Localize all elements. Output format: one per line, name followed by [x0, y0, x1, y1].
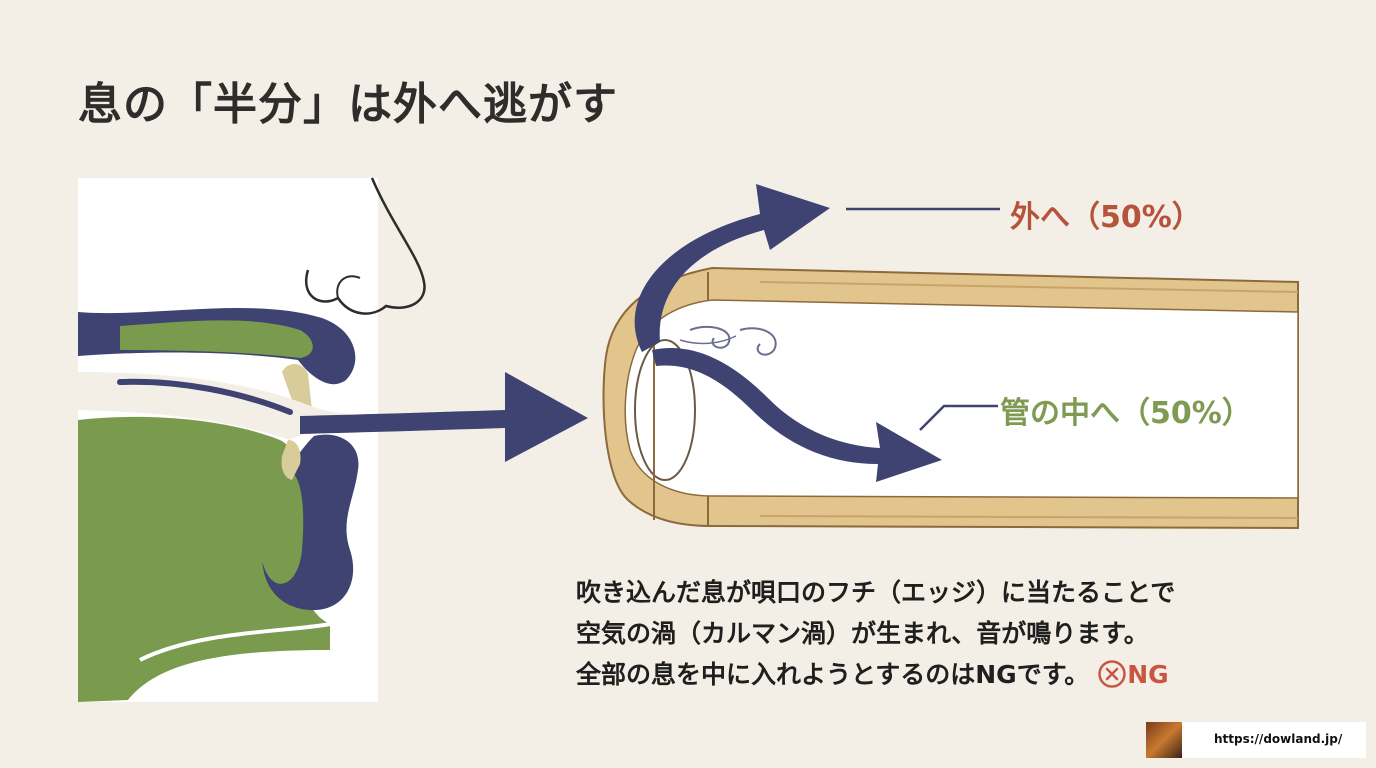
inside-leader-line [919, 404, 998, 431]
face-cross-section [78, 177, 426, 702]
site-thumbnail-icon [1146, 722, 1182, 758]
footer-badge[interactable]: https://dowland.jp/ [1146, 722, 1366, 758]
description-line-3: 全部の息を中に入れようとするのはNGです。 NG [576, 654, 1336, 695]
breath-arrow [300, 372, 588, 462]
ng-label: NG [1127, 660, 1169, 689]
outside-arrow [634, 184, 830, 352]
shakuhachi-tube [602, 266, 1299, 530]
footer-url[interactable]: https://dowland.jp/ [1214, 732, 1343, 746]
inside-arrow [652, 348, 942, 482]
outside-flow-label: 外へ（50%） [1010, 200, 1202, 235]
inside-flow-label: 管の中へ（50%） [1000, 396, 1252, 431]
cross-circle-icon [1098, 660, 1126, 688]
description-line-1: 吹き込んだ息が唄口のフチ（エッジ）に当たることで [576, 578, 1176, 607]
description-line-3-text: 全部の息を中に入れようとするのはNGです。 [576, 660, 1090, 689]
page-title: 息の「半分」は外へ逃がす [78, 79, 618, 130]
description-line-2: 空気の渦（カルマン渦）が生まれ、音が鳴ります。 [576, 619, 1149, 648]
description: 吹き込んだ息が唄口のフチ（エッジ）に当たることで 空気の渦（カルマン渦）が生まれ… [576, 572, 1336, 695]
ng-badge: NG [1097, 660, 1169, 689]
